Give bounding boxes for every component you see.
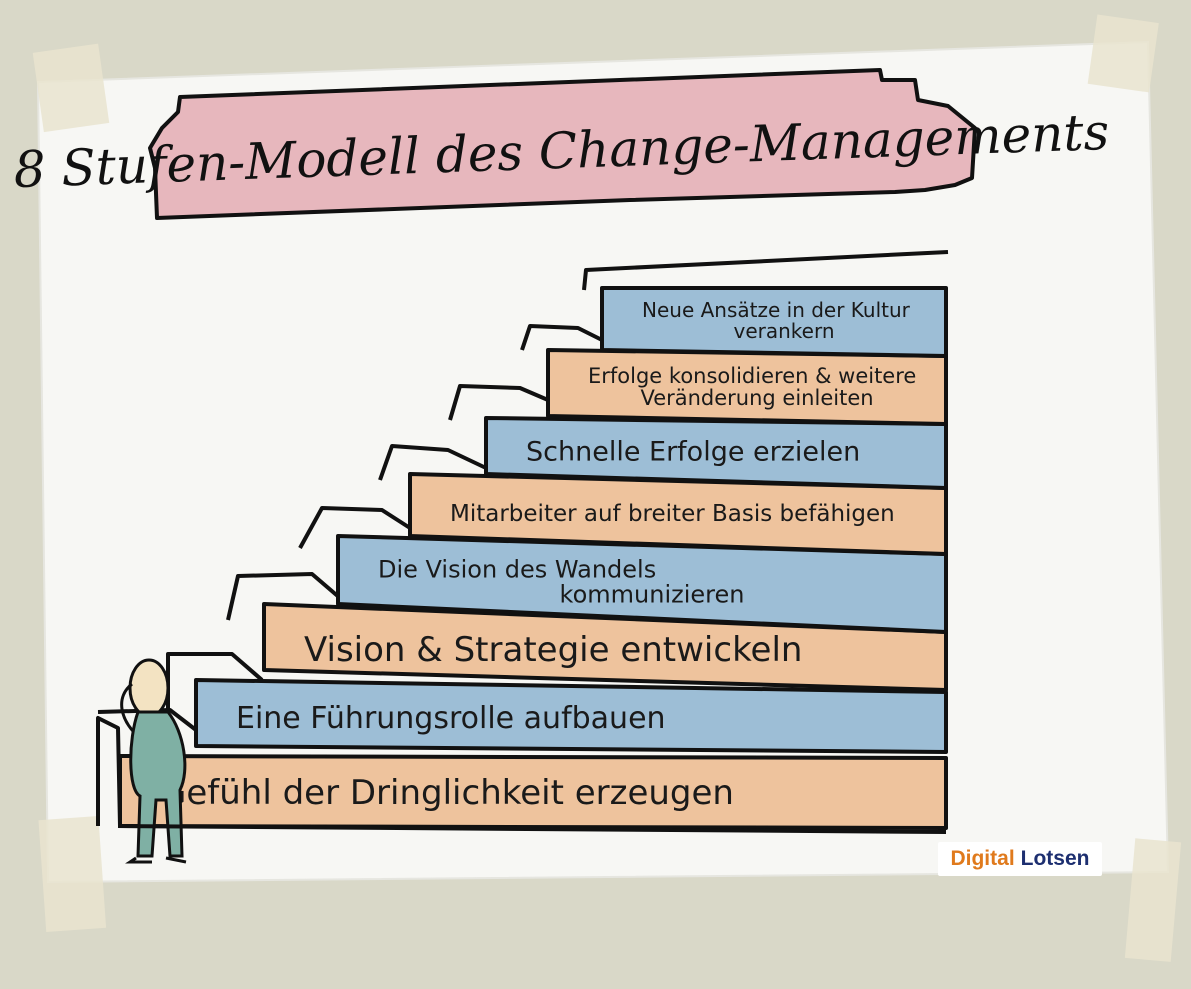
stair-step-label: Eine Führungsrolle aufbauen (236, 701, 666, 736)
tape-bottom-right (1124, 838, 1182, 962)
digital-lotsen-logo: Digital Lotsen (938, 842, 1102, 876)
ground-line (117, 824, 947, 834)
title-banner-shape (148, 68, 977, 220)
stair-step-label: kommunizieren (560, 581, 745, 609)
logo-part2: Lotsen (1020, 847, 1090, 870)
stair-step-1: Gefühl der Dringlichkeit erzeugen (118, 754, 948, 830)
stair-step-6: Schnelle Erfolge erzielen (484, 416, 948, 490)
person-body (129, 710, 187, 858)
stair-step-label: Mitarbeiter auf breiter Basis befähigen (450, 501, 895, 527)
logo-part1: Digital (950, 847, 1015, 870)
stair-step-7: Erfolge konsolidieren & weitereVeränderu… (546, 348, 948, 426)
stair-step-face (194, 678, 948, 754)
steps-layer: Gefühl der Dringlichkeit erzeugen Eine Fü… (118, 286, 948, 830)
stair-step-face (118, 754, 948, 830)
staircase-outline (96, 250, 949, 827)
person-head (128, 658, 170, 718)
person-figure (120, 658, 187, 864)
tape-top-left (32, 43, 110, 133)
stair-step-2: Eine Führungsrolle aufbauen (194, 678, 948, 754)
stair-step-label: Die Vision des Wandels (378, 555, 656, 583)
stair-step-label: Vision & Strategie entwickeln (304, 630, 802, 670)
stair-step-face (600, 286, 948, 358)
title-banner: 8 Stufen-Modell des Change-Managements (13, 68, 1110, 220)
stair-step-label: Neue Ansätze in der Kultur (642, 298, 911, 322)
stair-step-label: Erfolge konsolidieren & weitere (588, 364, 916, 388)
tape-top-right (1087, 14, 1159, 93)
stair-step-3: Vision & Strategie entwickeln (262, 602, 948, 692)
stair-step-label: Gefühl der Dringlichkeit erzeugen (160, 773, 734, 813)
tape-bottom-left (38, 816, 107, 932)
stair-step-label: verankern (733, 319, 834, 343)
stair-step-label: Schnelle Erfolge erzielen (526, 436, 860, 467)
stair-step-label: Veränderung einleiten (640, 386, 873, 410)
person-feet (125, 856, 187, 864)
